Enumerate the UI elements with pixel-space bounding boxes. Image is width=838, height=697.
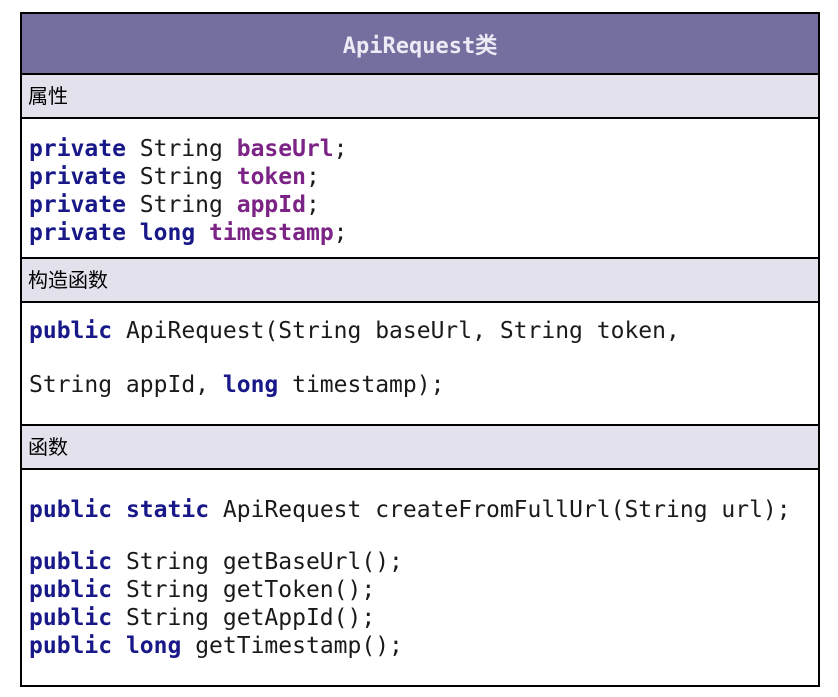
code-token-kw: private <box>29 220 126 246</box>
code-token-pl: String <box>125 164 237 190</box>
code-token-pl: String getBaseUrl(); <box>112 549 403 575</box>
class-title: ApiRequest类 <box>342 33 498 59</box>
code-token-pl: String appId, <box>29 372 223 398</box>
code-token-kw: public <box>29 633 113 659</box>
code-token-mem: token <box>236 164 306 190</box>
code-token-kw: long <box>222 372 279 398</box>
code-token-kw: private <box>29 136 126 162</box>
code-area: public ApiRequest(String baseUrl, String… <box>22 303 818 426</box>
code-token-kw: static <box>125 497 210 523</box>
code-token-pl: ; <box>333 220 348 246</box>
code-token-kw: long <box>139 220 196 246</box>
code-token-pl: ApiRequest(String baseUrl, String token, <box>112 318 680 344</box>
code-line: private String token; <box>29 163 811 191</box>
code-token-pl: ; <box>305 164 320 190</box>
code-block: private String baseUrl;private String to… <box>29 135 811 247</box>
code-line: private long timestamp; <box>29 219 811 247</box>
section-label-row: 函数 <box>22 426 818 470</box>
code-area: public static ApiRequest createFromFullU… <box>22 470 818 685</box>
code-line: public String getAppId(); <box>29 604 811 632</box>
code-token-pl: ; <box>333 136 348 162</box>
code-token-pl: String getAppId(); <box>112 605 376 631</box>
code-block: public static ApiRequest createFromFullU… <box>29 496 811 524</box>
section-label-row: 构造函数 <box>22 259 818 303</box>
code-token-pl: String getToken(); <box>112 577 376 603</box>
code-area: private String baseUrl;private String to… <box>22 119 818 259</box>
section-label: 属性 <box>28 84 68 108</box>
code-token-kw: public <box>29 497 113 523</box>
code-token-pl: getTimestamp(); <box>181 633 403 659</box>
code-token-pl: timestamp); <box>278 372 445 398</box>
code-token-mem: timestamp <box>209 220 334 246</box>
code-token-pl <box>195 220 209 246</box>
code-line: private String baseUrl; <box>29 135 811 163</box>
code-line: public ApiRequest(String baseUrl, String… <box>29 317 811 345</box>
code-token-pl: ApiRequest createFromFullUrl(String url)… <box>209 497 791 523</box>
code-token-kw: public <box>29 577 113 603</box>
code-token-kw: public <box>29 549 113 575</box>
code-token-pl <box>112 497 126 523</box>
code-token-pl <box>112 633 126 659</box>
code-token-pl: String <box>125 136 237 162</box>
code-token-pl: ; <box>305 192 320 218</box>
code-block: String appId, long timestamp); <box>29 371 811 399</box>
section-label: 构造函数 <box>28 268 108 292</box>
code-token-pl: String <box>125 192 237 218</box>
code-token-kw: public <box>29 605 113 631</box>
code-token-pl <box>126 220 140 246</box>
code-token-mem: appId <box>236 192 306 218</box>
code-block: public String getBaseUrl();public String… <box>29 548 811 660</box>
code-line: public String getBaseUrl(); <box>29 548 811 576</box>
class-title-header: ApiRequest类 <box>22 14 818 75</box>
code-line: private String appId; <box>29 191 811 219</box>
code-token-kw: private <box>29 164 126 190</box>
code-line: String appId, long timestamp); <box>29 371 811 399</box>
code-block: public ApiRequest(String baseUrl, String… <box>29 317 811 345</box>
section-label: 函数 <box>28 435 68 459</box>
code-token-kw: private <box>29 192 126 218</box>
code-line: public static ApiRequest createFromFullU… <box>29 496 811 524</box>
code-line: public long getTimestamp(); <box>29 632 811 660</box>
code-token-kw: public <box>29 318 113 344</box>
code-token-mem: baseUrl <box>236 136 334 162</box>
code-line: public String getToken(); <box>29 576 811 604</box>
code-token-kw: long <box>125 633 182 659</box>
section-label-row: 属性 <box>22 75 818 119</box>
